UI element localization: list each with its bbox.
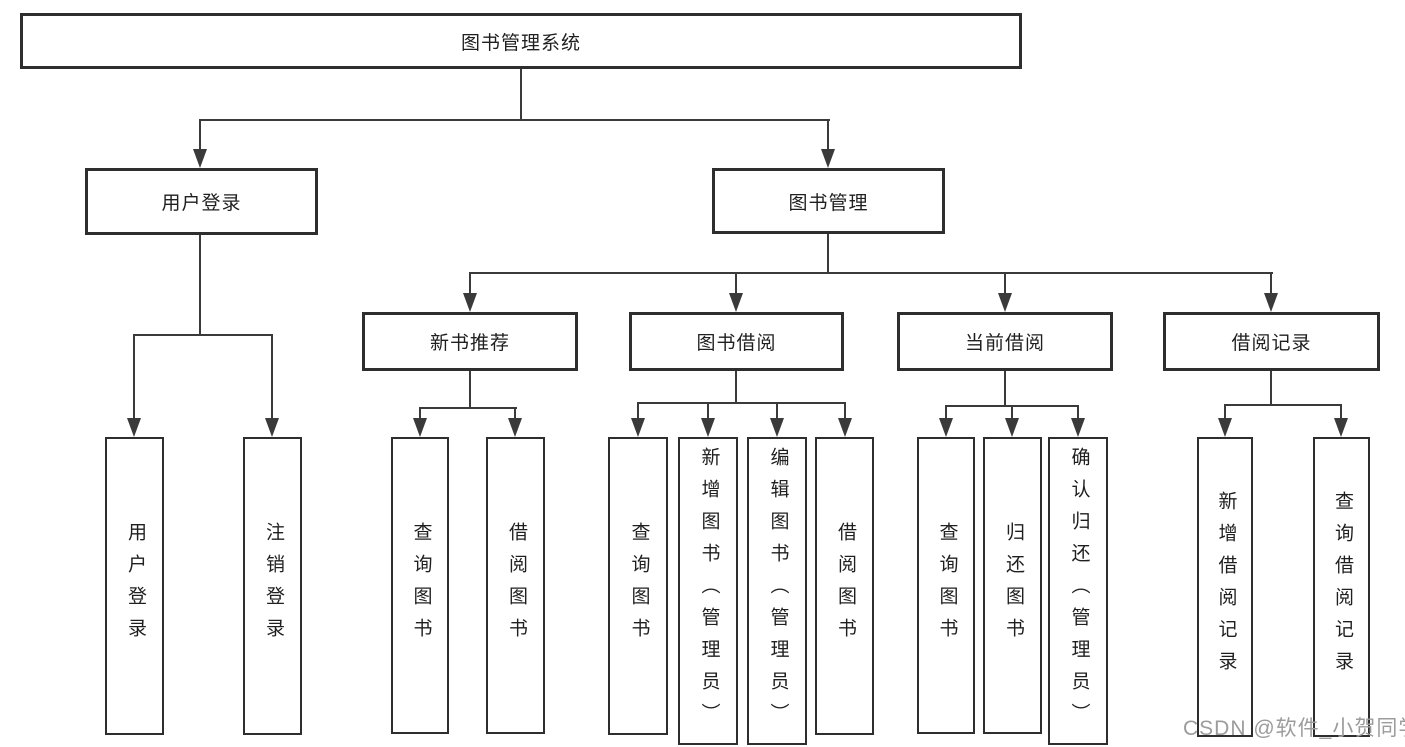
connector [133, 334, 135, 420]
connector [735, 371, 737, 404]
arrow-down [413, 418, 427, 437]
connector [1224, 404, 1226, 420]
leaf-confirm-return-admin: 确认归还（管理员） [1048, 437, 1108, 745]
connector [707, 402, 709, 420]
connector [827, 119, 829, 151]
node-current-borrow: 当前借阅 [897, 312, 1113, 371]
leaf-edit-book-admin: 编辑图书（管理员） [747, 437, 807, 745]
connector [945, 405, 947, 420]
arrow-down [998, 293, 1012, 312]
connector [199, 119, 201, 151]
root-node-library-system: 图书管理系统 [20, 13, 1022, 69]
csdn-watermark: CSDN @软件_小贺同学 [1183, 717, 1405, 740]
leaf-query-books: 查询图书 [391, 437, 449, 734]
leaf-query-books: 查询图书 [608, 437, 668, 735]
arrow-down [127, 418, 141, 437]
connector [469, 272, 1273, 274]
node-new-book-recommend: 新书推荐 [362, 312, 578, 371]
connector [844, 402, 846, 420]
arrow-down [1218, 418, 1232, 437]
arrow-down [1264, 293, 1278, 312]
leaf-query-books: 查询图书 [917, 437, 975, 734]
connector [469, 272, 471, 295]
arrow-down [193, 149, 207, 168]
leaf-logout: 注销登录 [243, 437, 302, 735]
leaf-add-borrow-record: 新增借阅记录 [1197, 437, 1253, 737]
arrow-down [701, 418, 715, 437]
arrow-down [508, 418, 522, 437]
arrow-down [265, 418, 279, 437]
node-borrow-records: 借阅记录 [1163, 312, 1380, 371]
arrow-down [821, 149, 835, 168]
leaf-add-book-admin: 新增图书（管理员） [678, 437, 738, 745]
connector [1224, 404, 1342, 406]
arrow-down [631, 418, 645, 437]
connector [419, 407, 421, 420]
connector [735, 272, 737, 295]
connector [1270, 371, 1272, 406]
arrow-down [1071, 418, 1085, 437]
connector [637, 402, 639, 420]
node-book-management: 图书管理 [712, 168, 945, 234]
connector [199, 119, 830, 121]
leaf-borrow-book: 借阅图书 [815, 437, 874, 735]
connector [1340, 404, 1342, 420]
connector [637, 402, 846, 404]
connector [1011, 405, 1013, 420]
connector [1270, 272, 1272, 295]
arrow-down [729, 293, 743, 312]
arrow-down [939, 418, 953, 437]
leaf-query-borrow-record: 查询借阅记录 [1313, 437, 1370, 737]
connector [133, 334, 273, 336]
connector [419, 407, 517, 409]
connector [1077, 405, 1079, 420]
arrow-down [770, 418, 784, 437]
connector [199, 235, 201, 336]
connector [1004, 272, 1006, 295]
leaf-return-book: 归还图书 [983, 437, 1042, 734]
connector [1004, 371, 1006, 407]
connector [520, 69, 522, 120]
node-book-borrow: 图书借阅 [629, 312, 844, 371]
arrow-down [838, 418, 852, 437]
arrow-down [1334, 418, 1348, 437]
connector [776, 402, 778, 420]
arrow-down [463, 293, 477, 312]
connector [271, 334, 273, 420]
leaf-borrow-books: 借阅图书 [486, 437, 545, 734]
node-user-login: 用户登录 [85, 168, 318, 235]
connector [469, 371, 471, 409]
connector [827, 234, 829, 274]
leaf-user-login: 用户登录 [105, 437, 164, 735]
arrow-down [1005, 418, 1019, 437]
connector [514, 407, 516, 420]
